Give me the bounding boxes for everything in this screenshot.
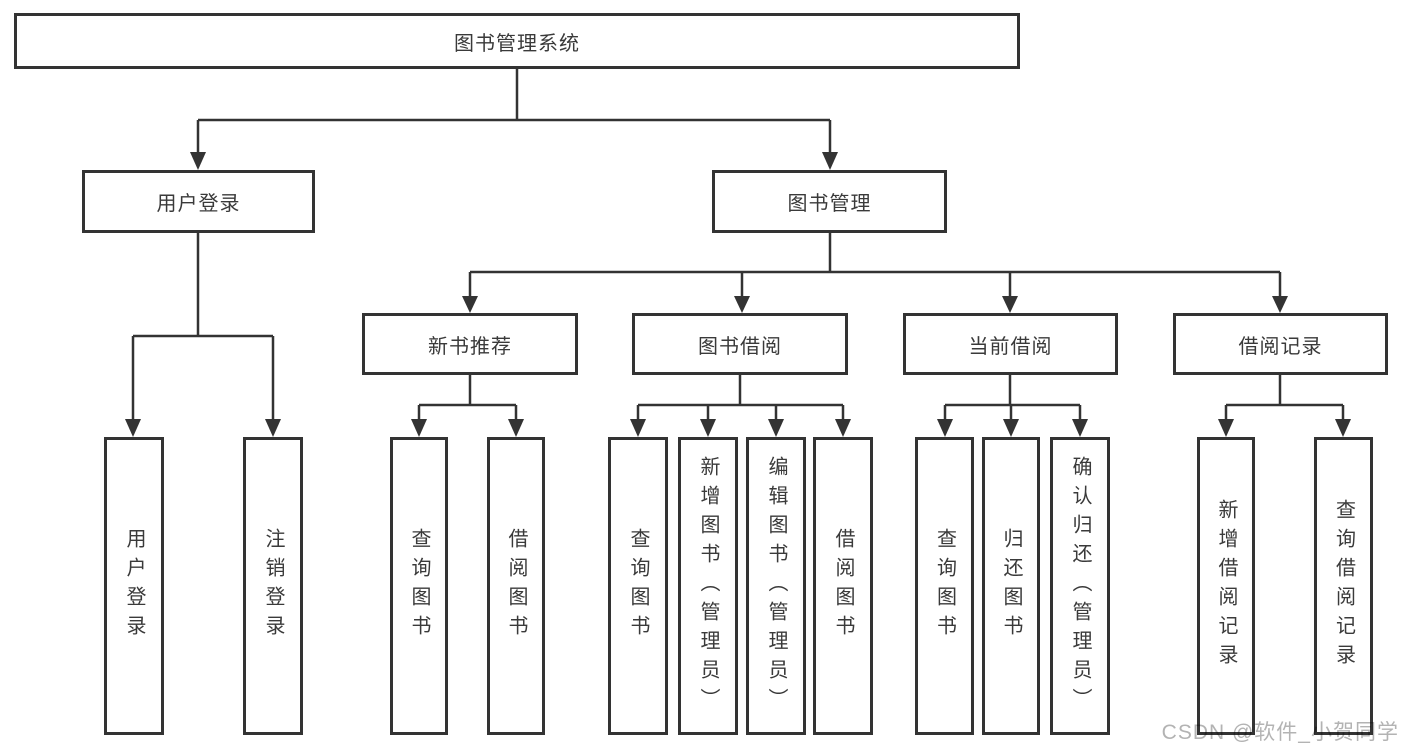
leaf-edit-books-admin: 编辑图书（管理员） xyxy=(746,437,806,735)
leaf-query-books-2: 查询图书 xyxy=(608,437,668,735)
node-book-borrowing: 图书借阅 xyxy=(632,313,848,375)
node-label: 借阅图书 xyxy=(505,528,527,644)
node-label: 确认归还（管理员） xyxy=(1069,455,1091,717)
node-label: 借阅图书 xyxy=(832,528,854,644)
node-label: 查询图书 xyxy=(408,528,430,644)
node-label: 编辑图书（管理员） xyxy=(765,455,787,717)
node-label: 查询图书 xyxy=(627,528,649,644)
node-new-book-recommendation: 新书推荐 xyxy=(362,313,578,375)
leaf-query-books: 查询图书 xyxy=(390,437,448,735)
node-label: 查询借阅记录 xyxy=(1332,499,1355,673)
node-label: 图书借阅 xyxy=(698,335,782,358)
leaf-user-login: 用户登录 xyxy=(104,437,164,735)
leaf-query-borrow-record: 查询借阅记录 xyxy=(1314,437,1373,735)
node-label: 新书推荐 xyxy=(428,335,512,358)
node-label: 图书管理系统 xyxy=(454,32,580,55)
node-book-management: 图书管理 xyxy=(712,170,947,233)
node-label: 归还图书 xyxy=(1000,528,1022,644)
csdn-watermark: CSDN @软件_小贺同学 xyxy=(1161,721,1399,744)
node-user-login: 用户登录 xyxy=(82,170,315,233)
node-label: 查询图书 xyxy=(933,528,956,644)
node-label: 用户登录 xyxy=(156,193,241,215)
node-label: 借阅记录 xyxy=(1238,335,1323,358)
node-label: 用户登录 xyxy=(123,528,145,644)
leaf-borrow-books: 借阅图书 xyxy=(487,437,545,735)
node-label: 新增借阅记录 xyxy=(1215,499,1237,673)
leaf-borrow-books-2: 借阅图书 xyxy=(813,437,873,735)
node-label: 图书管理 xyxy=(787,193,872,215)
node-label: 当前借阅 xyxy=(968,335,1053,358)
leaf-query-books-3: 查询图书 xyxy=(915,437,974,735)
node-label: 注销登录 xyxy=(262,528,284,644)
leaf-confirm-return-admin: 确认归还（管理员） xyxy=(1050,437,1110,735)
node-label: 新增图书（管理员） xyxy=(697,455,719,717)
leaf-return-books: 归还图书 xyxy=(982,437,1040,735)
leaf-add-books-admin: 新增图书（管理员） xyxy=(678,437,738,735)
leaf-logout: 注销登录 xyxy=(243,437,303,735)
node-library-management-system: 图书管理系统 xyxy=(14,13,1020,69)
node-borrowing-records: 借阅记录 xyxy=(1173,313,1388,375)
leaf-add-borrow-record: 新增借阅记录 xyxy=(1197,437,1255,735)
node-current-borrowing: 当前借阅 xyxy=(903,313,1118,375)
